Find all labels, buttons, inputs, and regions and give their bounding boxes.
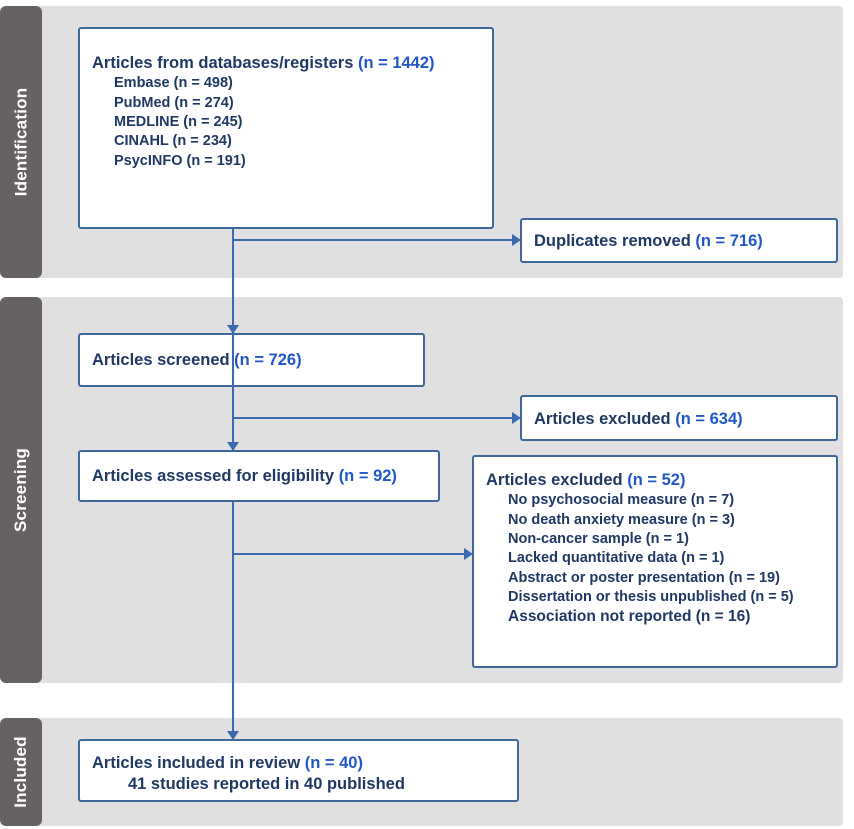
exclusion-reason-non-cancer-sample: Non-cancer sample (n = 1) xyxy=(508,531,689,547)
arrowhead-to-excluded-screening xyxy=(512,412,521,424)
box-excluded-eligibility-count: (n = 52) xyxy=(627,471,686,489)
exclusion-reason-no-psychosocial-measure: No psychosocial measure (n = 7) xyxy=(508,492,735,509)
stage-label-screening-text: Screening xyxy=(11,448,30,532)
source-item-cinahl: CINAHL (n = 234) xyxy=(114,133,232,150)
box-identification-title-text: Articles from databases/registers xyxy=(92,54,358,72)
exclusion-reason-lacked-quantitative-data: Lacked quantitative data (n = 1) xyxy=(508,550,725,567)
source-item-pubmed: PubMed (n = 274) xyxy=(114,94,234,111)
arrowhead-to-screened xyxy=(227,325,239,334)
box-included-text: Articles included in review xyxy=(92,754,305,772)
box-identification-title-count: (n = 1442) xyxy=(357,54,435,72)
connector-eligibility-to-excluded xyxy=(232,553,466,555)
stage-label-identification-text: Identification xyxy=(11,87,31,197)
arrowhead-to-excluded-eligibility xyxy=(464,548,473,560)
connector-screened-to-excluded xyxy=(232,417,514,419)
stage-label-identification: Identification xyxy=(0,6,42,278)
box-eligibility-text: Articles assessed for eligibility xyxy=(92,467,339,485)
exclusion-reason-association-not-reported: Association not reported (n = 16) xyxy=(508,608,751,626)
stage-label-screening: Screening xyxy=(0,297,42,683)
box-duplicates-text: Duplicates removed xyxy=(534,232,696,250)
box-duplicates-line: Duplicates removed (n = 716) xyxy=(534,231,824,252)
box-included-line: Articles included in review (n = 40) xyxy=(92,753,505,774)
box-eligibility-line: Articles assessed for eligibility (n = 9… xyxy=(92,466,426,487)
box-articles-assessed-eligibility: Articles assessed for eligibility (n = 9… xyxy=(78,450,440,502)
box-articles-screened: Articles screened (n = 726) xyxy=(78,333,425,387)
box-excluded-screening-line: Articles excluded (n = 634) xyxy=(534,409,824,430)
box-excluded-eligibility-text: Articles excluded xyxy=(486,471,628,489)
arrowhead-to-duplicates xyxy=(512,234,521,246)
box-duplicates-removed: Duplicates removed (n = 716) xyxy=(520,218,838,263)
box-excluded-screening-count: (n = 634) xyxy=(675,410,743,428)
box-screened-line: Articles screened (n = 726) xyxy=(92,350,411,371)
stage-label-included: Included xyxy=(0,718,42,826)
box-duplicates-count: (n = 716) xyxy=(695,232,763,250)
box-articles-excluded-screening: Articles excluded (n = 634) xyxy=(520,395,838,441)
stage-label-included-text: Included xyxy=(11,736,30,808)
box-screened-count: (n = 726) xyxy=(234,351,302,369)
connector-eligibility-to-included xyxy=(232,502,234,739)
exclusion-reason-abstract-or-poster: Abstract or poster presentation (n = 19) xyxy=(508,569,780,586)
box-articles-included-in-review: Articles included in review (n = 40) 41 … xyxy=(78,739,519,802)
source-item-embase: Embase (n = 498) xyxy=(114,75,233,92)
exclusion-reason-no-death-anxiety-measure: No death anxiety measure (n = 3) xyxy=(508,511,735,528)
box-excluded-screening-text: Articles excluded xyxy=(534,410,676,428)
box-included-subline: 41 studies reported in 40 published xyxy=(128,775,405,794)
arrowhead-to-included xyxy=(227,731,239,740)
connector-identification-to-screened xyxy=(232,229,234,387)
box-excluded-eligibility-line: Articles excluded (n = 52) xyxy=(486,470,824,491)
box-articles-from-databases: Articles from databases/registers (n = 1… xyxy=(78,27,494,229)
box-included-count: (n = 40) xyxy=(304,754,363,772)
box-articles-excluded-eligibility: Articles excluded (n = 52) No psychosoci… xyxy=(472,455,838,668)
arrowhead-to-eligibility xyxy=(227,442,239,451)
box-screened-text: Articles screened xyxy=(92,351,235,369)
source-item-medline: MEDLINE (n = 245) xyxy=(114,114,243,130)
connector-identification-to-duplicates xyxy=(232,239,514,241)
exclusion-reason-dissertation-or-thesis: Dissertation or thesis unpublished (n = … xyxy=(508,588,794,605)
box-identification-title: Articles from databases/registers (n = 1… xyxy=(92,53,480,74)
box-eligibility-count: (n = 92) xyxy=(338,467,397,485)
source-item-psycinfo: PsycINFO (n = 191) xyxy=(114,152,246,169)
